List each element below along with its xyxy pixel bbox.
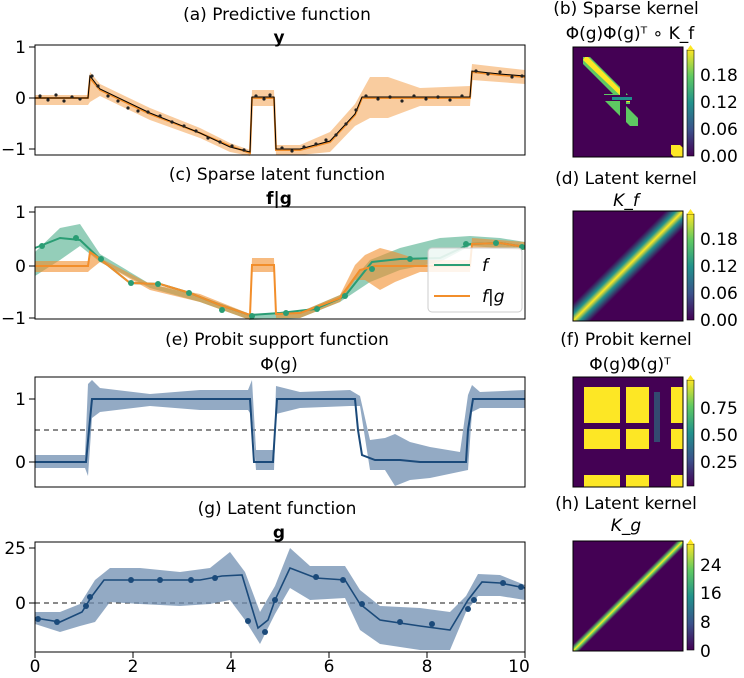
panel-h-caption: (h) Latent kernel [555,494,697,514]
panel-b-subtitle: Φ(g)Φ(g)ᵀ ∘ K_f [566,24,696,44]
panel-c-f-band [35,224,525,320]
legend-f-label: f [482,256,491,276]
colorbar-f-tick: 0.75 [700,399,738,419]
panel-b-heatmap [572,46,684,158]
panel-f-heatmap [572,376,684,488]
panel-f-formula: Φ(g)Φ(g)ᵀ [589,355,671,375]
panel-c-ytick-label: 1 [15,203,26,223]
colorbar-f-tick: 0.25 [700,453,738,473]
panel-a-y-ticks: 1 0 −1 [1,38,35,160]
panel-a-variable: y [273,28,284,48]
panel-c-legend: f f|g [427,247,523,313]
panel-c-ytick-label: −1 [1,309,26,329]
panel-a-ytick-label: −1 [1,140,26,160]
panel-a-frame [34,44,526,156]
panel-g-axes [34,541,526,653]
panel-g-xtick-label: 4 [226,657,237,674]
panel-a-ytick-label: 0 [15,89,26,109]
panel-c-inducing-points [39,235,525,319]
legend-fg-label: f|g [482,287,505,307]
panel-e-ytick-label: 1 [15,390,26,410]
panel-a-mean-line [35,70,526,155]
panel-g-band [35,548,525,650]
panel-e-ytick-label: 0 [15,453,26,473]
colorbar-d-tick: 0.06 [700,284,738,304]
panel-g-frame [34,541,526,653]
panel-c-variable: f|g [266,189,292,209]
panel-c-frame [34,206,526,320]
panel-h-heatmap [572,540,684,652]
panel-e-mean-line [35,398,525,463]
panel-d-caption: (d) Latent kernel [555,169,697,189]
panel-d-formula: K_f [613,191,642,211]
panel-c-caption: (c) Sparse latent function [169,165,385,185]
panel-g-xtick-label: 6 [324,657,335,674]
panel-e-y-ticks: 1 0 [15,390,35,473]
panel-g-mean-line [34,566,526,631]
panel-a-true-line [35,70,526,153]
panel-a-ytick-label: 1 [15,38,26,58]
panel-b-colorbar: 0.18 0.12 0.06 0.00 [686,45,738,167]
colorbar-d-tick: 0.12 [700,257,738,277]
panel-g-xtick-label: 2 [128,657,139,674]
panel-g-ytick-label: 0 [15,594,26,614]
panel-g-variable: g [273,523,285,543]
colorbar-h-tick: 0 [700,642,711,662]
panel-c-y-ticks: 1 0 −1 [1,203,35,329]
panel-g-xtick-label: 10 [508,657,530,674]
colorbar-d-tick: 0.00 [700,311,738,331]
panel-c-ytick-label: 0 [15,257,26,277]
panel-b-formula: Φ(g)Φ(g)ᵀ ∘ K_f [566,24,696,44]
panel-e-axes [34,376,526,488]
panel-e-band [35,380,525,486]
panel-g-caption: (g) Latent function [198,499,357,519]
panel-g-y-ticks: 25 0 [4,539,35,614]
colorbar-b-tick: 0.00 [700,147,738,167]
panel-e-caption: (e) Probit support function [165,330,389,350]
colorbar-b-tick: 0.06 [700,120,738,140]
colorbar-h-tick: 24 [700,556,722,576]
panel-e-variable: Φ(g) [260,355,297,375]
panel-g-inducing-points [35,574,524,635]
panel-h-formula: K_g [611,516,642,536]
panel-f-colorbar: 0.75 0.50 0.25 [686,375,738,487]
panel-a-band [35,64,525,156]
panel-g-x-ticks: 0 2 4 6 8 10 [30,652,530,677]
panel-a-axes [34,44,526,156]
panel-g-xtick-label: 0 [30,657,41,674]
panel-f-caption: (f) Probit kernel [560,330,692,350]
panel-g-ytick-label: 25 [4,539,26,559]
colorbar-h-tick: 8 [700,613,711,633]
panel-a-observations [38,69,524,153]
colorbar-f-tick: 0.50 [700,426,738,446]
panel-h-colorbar: 24 16 8 0 [686,539,722,662]
colorbar-d-tick: 0.18 [700,230,738,250]
panel-b-caption: (b) Sparse kernel [553,0,699,19]
colorbar-b-tick: 0.12 [700,93,738,113]
panel-d-colorbar: 0.18 0.12 0.06 0.00 [686,209,738,331]
colorbar-b-tick: 0.18 [700,66,738,86]
panel-g-xtick-label: 8 [422,657,433,674]
colorbar-h-tick: 16 [700,584,722,604]
panel-d-heatmap [572,210,684,322]
panel-a-caption: (a) Predictive function [183,5,371,25]
panel-e-frame [34,376,526,488]
